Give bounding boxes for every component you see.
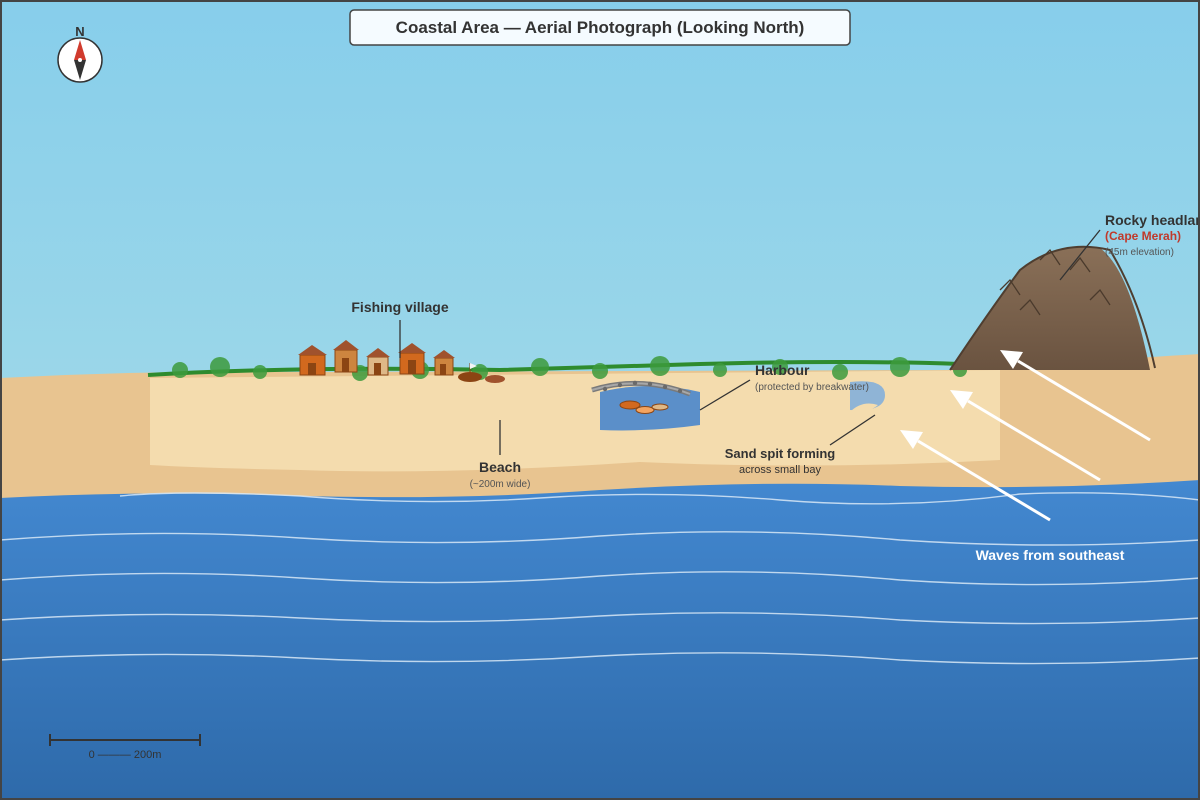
house (298, 345, 327, 376)
harbour-note: (protected by breakwater) (755, 382, 869, 393)
compass-letter: N (75, 24, 84, 39)
beached-boats (458, 363, 505, 383)
sand-spit-note: across small bay (739, 464, 821, 476)
sea (0, 480, 1200, 800)
title-box (349, 9, 851, 46)
north-compass: N (57, 24, 103, 83)
sand-spit-label: Sand spit forming (725, 446, 836, 461)
wave-arrow (950, 390, 1101, 482)
fishing-village-houses (298, 340, 455, 376)
breakwater-rocks (602, 380, 683, 394)
fishing-village-label: Fishing village (351, 299, 448, 315)
beach-note: (~200m wide) (470, 479, 531, 490)
house (333, 340, 359, 373)
scale-bar-label: 0 ——— 200m (89, 749, 162, 761)
beach-label: Beach (479, 459, 521, 475)
headland-name: (Cape Merah) (1105, 229, 1181, 243)
harbour (591, 380, 700, 431)
wave-arrow (900, 430, 1051, 522)
house (366, 348, 390, 376)
harbour-label: Harbour (755, 362, 810, 378)
compass-needle-south (74, 60, 86, 80)
waves-label: Waves from southeast (976, 547, 1125, 563)
headland-note: (45m elevation) (1105, 247, 1174, 258)
house (433, 350, 455, 376)
rocky-headland (949, 245, 1156, 371)
wave-direction-arrows (900, 350, 1151, 522)
compass-needle-north (74, 40, 86, 60)
scale-bar (49, 734, 201, 746)
sand-spit (850, 403, 878, 412)
headland-label: Rocky headland (1105, 212, 1200, 228)
wave-lines (0, 492, 1200, 665)
vegetation-line (147, 360, 961, 377)
leader-lines (399, 229, 1101, 455)
beach-area (150, 370, 1000, 472)
rock-cracks (999, 248, 1111, 316)
wave-arrow (1000, 350, 1151, 442)
house (398, 343, 426, 375)
diagram-title: Coastal Area — Aerial Photograph (Lookin… (396, 18, 805, 37)
small-bay (850, 381, 885, 412)
